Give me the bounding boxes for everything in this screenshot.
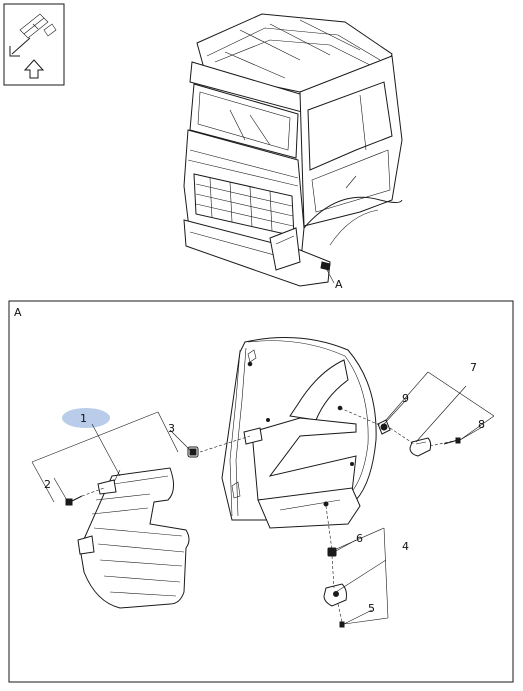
overview-callout-a: A — [335, 278, 343, 291]
callout-2: 2 — [44, 478, 51, 491]
lamp-housing — [409, 437, 432, 457]
leader-lines — [31, 371, 495, 625]
callout-7: 7 — [470, 361, 477, 374]
callout-1: 1 — [80, 412, 87, 425]
screw-part-2 — [65, 495, 83, 506]
callout-5: 5 — [368, 602, 375, 615]
bracket-part — [323, 583, 347, 607]
screw-part-5 — [339, 621, 345, 628]
corner-panel — [221, 337, 377, 529]
callout-6: 6 — [356, 532, 363, 545]
clip-nut-part-3 — [187, 446, 199, 458]
assembly-guides — [81, 407, 459, 623]
callout-9: 9 — [402, 392, 409, 405]
lamp-part-9 — [377, 419, 391, 435]
truck-cab-overview — [183, 13, 403, 287]
callout-highlight — [62, 408, 110, 428]
arrow-view-icon — [3, 3, 65, 86]
clip-part-6 — [327, 547, 337, 557]
detail-frame — [8, 300, 514, 683]
callout-4: 4 — [402, 540, 409, 553]
grille-panel — [77, 467, 190, 609]
callout-3: 3 — [168, 422, 175, 435]
detail-frame-label: A — [14, 306, 22, 319]
callout-8: 8 — [478, 418, 485, 431]
